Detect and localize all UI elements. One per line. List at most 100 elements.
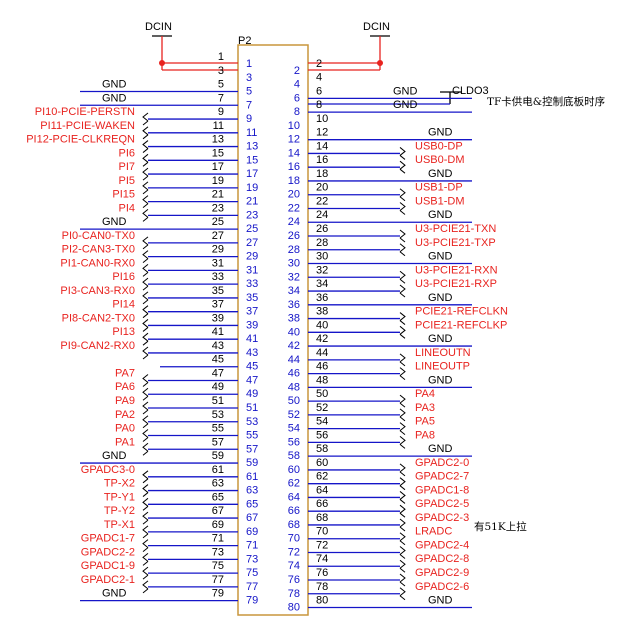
net-label: PA7 [115,367,135,379]
pin-number: 37 [212,299,224,311]
bus-entry-mark [142,497,149,511]
pin-number: 21 [212,189,224,201]
bus-entry-mark [399,532,406,546]
bus-entry-mark [142,552,149,566]
pin-number-inner: 19 [246,182,258,194]
pin-number-inner: 68 [288,519,300,531]
pin-number-inner: 77 [246,581,258,593]
pin-number: 53 [212,409,224,421]
net-label: U3-PCIE21-TXP [415,237,496,249]
pin-number-inner: 42 [288,340,300,352]
bus-entry-mark [399,188,406,202]
net-label: LINEOUTN [415,347,471,359]
net-label: GPADC1-8 [415,484,469,496]
junction-dot [159,60,165,66]
pin-number-inner: 38 [288,313,300,325]
pin-number: 4 [316,72,322,84]
pin-number: 60 [316,457,328,469]
junction-dot [377,60,383,66]
pin-number-inner: 1 [246,58,252,70]
net-label: GND [102,450,127,462]
pin-number-inner: 23 [246,209,258,221]
pin-number-inner: 54 [288,423,300,435]
pin-number-inner: 22 [288,202,300,214]
pin-number: 8 [316,99,322,111]
bus-entry-mark [142,236,149,250]
pin-number-inner: 57 [246,443,258,455]
bus-entry-mark [142,470,149,484]
net-label: U3-PCIE21-RXP [415,278,497,290]
pin-number: 49 [212,381,224,393]
pin-number-inner: 53 [246,416,258,428]
bus-entry-mark [399,312,406,325]
pin-number: 27 [212,230,224,242]
pin-number-inner: 33 [246,278,258,290]
pin-number-inner: 48 [288,381,300,393]
pin-number-inner: 61 [246,471,258,483]
pin-number: 68 [316,512,328,524]
net-label: USB1-DM [415,195,465,207]
net-label: USB1-DP [415,182,463,194]
bus-entry-mark [399,284,406,298]
net-label: U3-PCIE21-TXN [415,223,496,235]
bus-entry-mark [142,415,149,429]
cldo3-label: CLDO3 [452,85,489,97]
bus-entry-mark [142,442,149,456]
pin-number: 22 [316,195,328,207]
bus-entry-mark [142,332,149,346]
bus-entry-mark [399,463,406,477]
pin-number: 39 [212,312,224,324]
bus-entry-mark [399,202,406,215]
pin-number: 28 [316,237,328,249]
pin-number: 41 [212,326,224,338]
net-label: GPADC2-0 [415,457,469,469]
net-label: LINEOUTP [415,361,470,373]
pin-number: 23 [212,202,224,214]
bus-entry-mark [399,325,406,339]
pin-number-inner: 17 [246,168,258,180]
net-label: U3-PCIE21-RXN [415,264,498,276]
pin-number-inner: 16 [288,161,300,173]
net-label: GND [428,292,453,304]
net-label: GND [428,209,453,221]
pin-number: 55 [212,423,224,435]
pin-number: 12 [316,127,328,139]
pin-number-inner: 72 [288,546,300,558]
net-label: GPADC2-2 [81,546,135,558]
dcin-right: DCIN [308,21,390,71]
connector-body [237,44,309,616]
bus-entry-mark [142,250,149,264]
net-label: PI4 [118,202,135,214]
pin-number: 5 [218,79,224,91]
net-label: PA1 [115,436,135,448]
pin-number: 34 [316,278,328,290]
bus-entry-mark [399,504,406,518]
pin-number: 79 [212,588,224,600]
pin-number-inner: 66 [288,505,300,517]
bus-entry-mark [399,546,406,559]
bus-entry-mark [142,525,149,539]
pin-number-inner: 63 [246,485,258,497]
pin-number-inner: 20 [288,189,300,201]
lradc-note: 有51K上拉 [474,520,527,533]
bus-entry-mark [399,422,406,436]
net-label: PI12-PCIE-CLKREQN [26,134,135,146]
pin-number: 69 [212,519,224,531]
bus-entry-mark [142,112,149,126]
pin-number: 30 [316,251,328,263]
pin-number: 26 [316,223,328,235]
net-label: PI9-CAN2-RX0 [60,340,135,352]
net-label: GND [428,251,453,263]
pin-number-inner: 71 [246,540,258,552]
pin-number: 63 [212,478,224,490]
pin-number-inner: 51 [246,402,258,414]
net-label: PA6 [115,381,135,393]
pin-number-inner: 43 [246,347,258,359]
pin-number: 36 [316,292,328,304]
net-label: GPADC2-1 [81,574,135,586]
net-label: PA2 [115,409,135,421]
pin-number-inner: 67 [246,512,258,524]
pin-number: 40 [316,319,328,331]
pin-number-inner: 14 [288,147,300,159]
net-label: PI0-CAN0-TX0 [62,230,135,242]
